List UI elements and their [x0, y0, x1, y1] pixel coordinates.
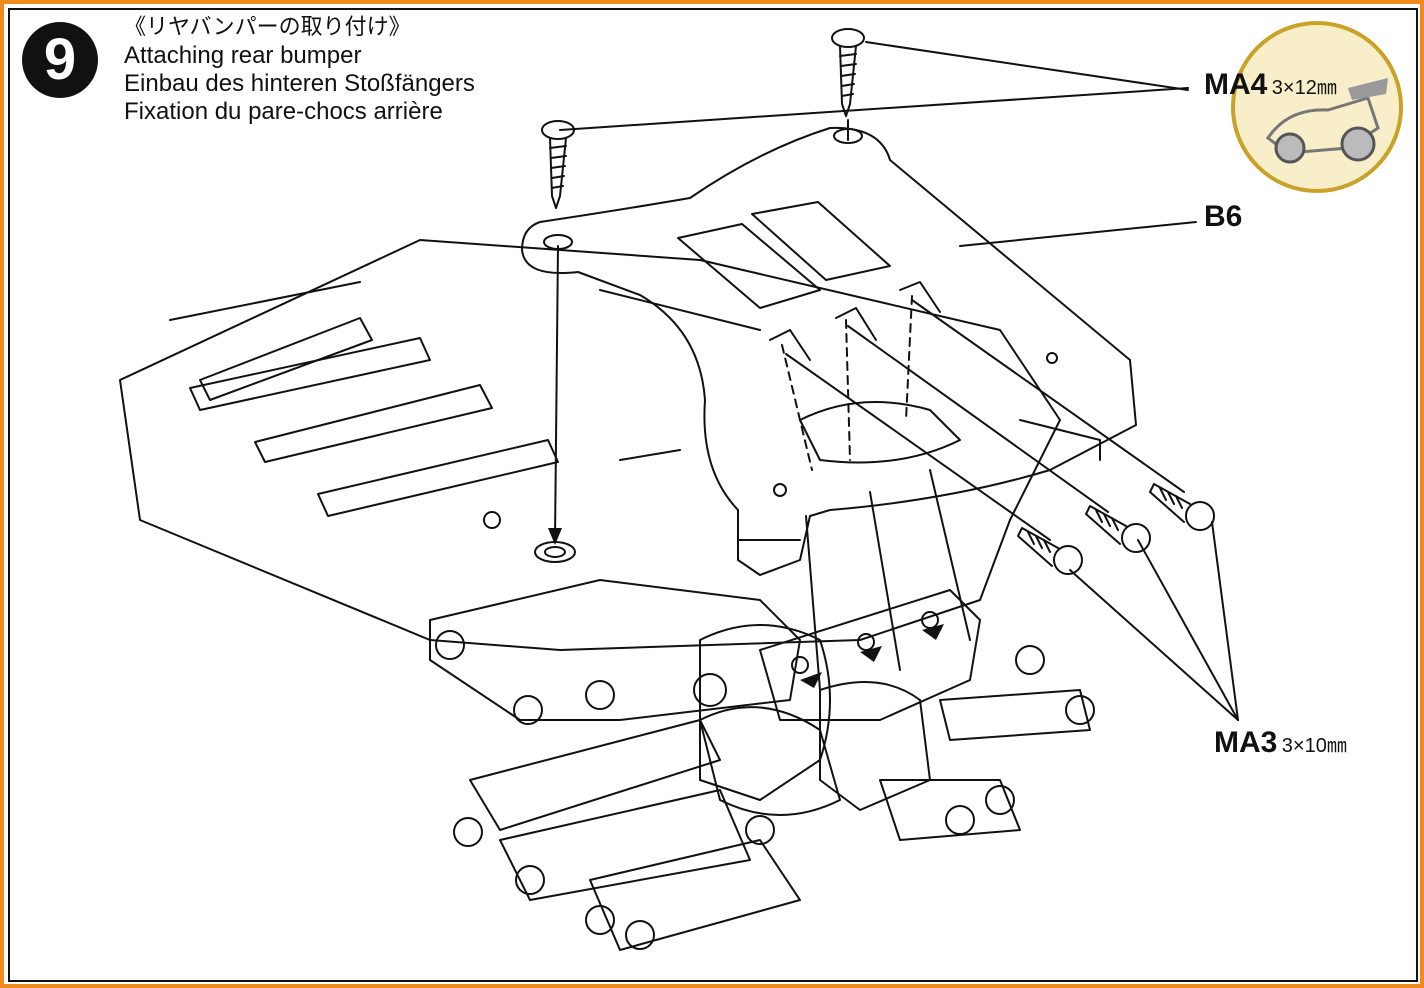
ma4-size: 3×12㎜ [1271, 77, 1337, 99]
gearbox-and-arms [429, 541, 1095, 951]
arrow-heads [548, 528, 944, 688]
ma3-label: MA3 3×10㎜ [1214, 726, 1347, 760]
ma3-screw-3 [1149, 483, 1215, 531]
watermark-logo [1231, 21, 1403, 193]
instruction-panel [8, 8, 1418, 982]
step-number-badge: 9 [22, 22, 98, 98]
b6-code: B6 [1204, 200, 1243, 233]
rear-bumper-b6 [521, 126, 1137, 576]
title-german: Einbau des hinteren Stoßfängers [124, 70, 475, 97]
step-titles: 《リヤバンパーの取り付け》 Attaching rear bumper Einb… [124, 14, 475, 126]
ma4-screw-1 [541, 120, 575, 209]
b6-label: B6 [1204, 200, 1242, 234]
ma4-code: MA4 [1204, 68, 1268, 101]
assembly-guides [781, 295, 913, 471]
title-french: Fixation du pare-chocs arrière [124, 98, 443, 125]
title-english: Attaching rear bumper [124, 42, 362, 69]
ma3-screw-1 [1017, 527, 1083, 575]
ma3-code: MA3 [1214, 726, 1278, 759]
chassis-plate [119, 239, 1061, 651]
alignment-lines [554, 41, 1239, 721]
ma3-screw-2 [1085, 505, 1151, 553]
ma3-size: 3×10㎜ [1281, 735, 1347, 757]
title-japanese: 《リヤバンパーの取り付け》 [124, 15, 411, 40]
ma4-label: MA4 3×12㎜ [1204, 68, 1337, 102]
ma4-screw-2 [831, 28, 865, 117]
